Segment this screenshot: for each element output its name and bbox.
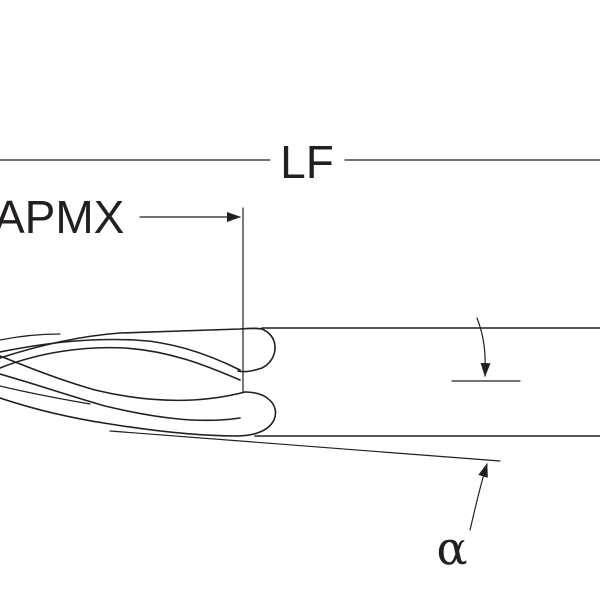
flute-relief-2 bbox=[0, 333, 61, 341]
apmx-label: APMX bbox=[0, 191, 124, 243]
flute-helix-1-bottom bbox=[0, 346, 241, 381]
taper-reference-line bbox=[109, 430, 501, 462]
body-bottom-outline bbox=[0, 397, 237, 437]
flute-helix-2-top bbox=[0, 355, 246, 402]
flute-relief-1 bbox=[0, 385, 91, 405]
flute-upper-lobe bbox=[237, 329, 276, 373]
flute-helix-2-bottom bbox=[0, 373, 241, 422]
lf-dimension: LF bbox=[0, 136, 600, 188]
angle-arrow-curve bbox=[469, 463, 488, 531]
shank bbox=[254, 327, 600, 437]
flutes bbox=[0, 327, 277, 437]
apmx-dimension: APMX bbox=[0, 191, 244, 393]
lf-label: LF bbox=[280, 136, 334, 188]
diameter-indicator bbox=[451, 317, 521, 382]
flute-helix-1-top bbox=[0, 338, 241, 371]
body-top-outline bbox=[0, 327, 265, 359]
diameter-arrow-curve bbox=[476, 317, 491, 377]
taper-angle: α bbox=[109, 430, 501, 575]
alpha-label: α bbox=[436, 521, 467, 575]
flute-lower-lobe bbox=[235, 391, 277, 437]
